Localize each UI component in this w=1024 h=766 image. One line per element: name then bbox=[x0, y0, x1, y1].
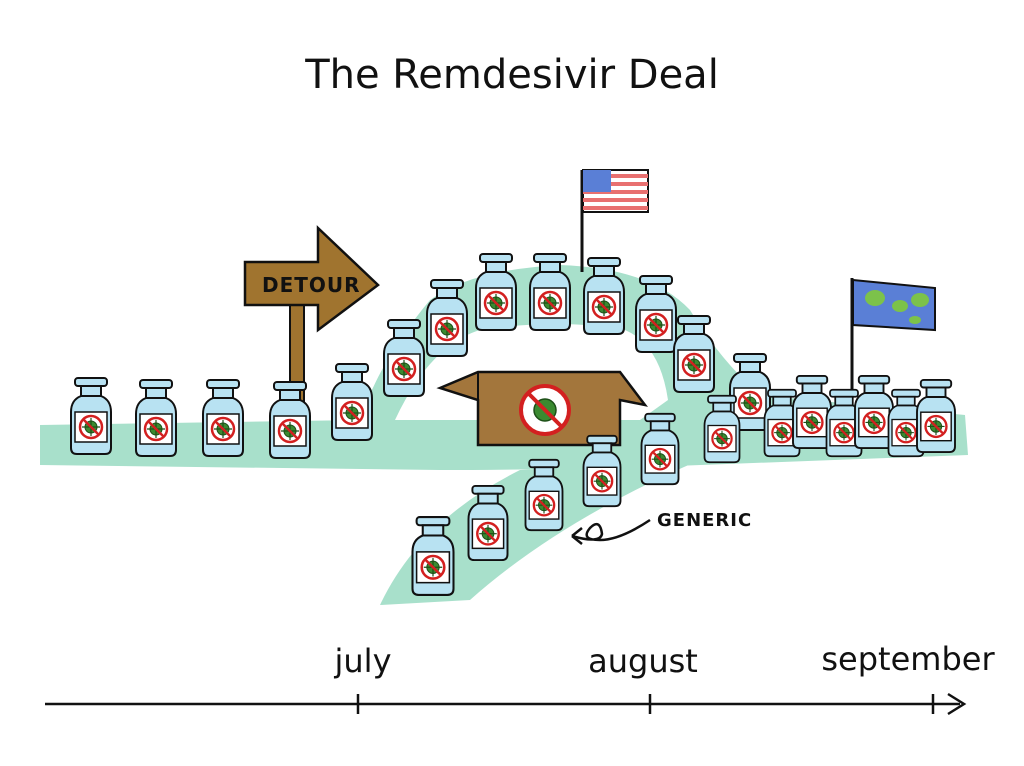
vial-icon bbox=[134, 378, 178, 458]
vial-icon bbox=[330, 362, 374, 442]
month-label-september: september bbox=[821, 640, 995, 678]
vial-icon bbox=[915, 378, 957, 454]
vial-icon bbox=[474, 252, 518, 332]
generic-annotation: GENERIC bbox=[571, 510, 752, 545]
timeline-arrow-icon bbox=[947, 692, 967, 716]
generic-box bbox=[436, 370, 648, 447]
vial-icon bbox=[69, 376, 113, 456]
timeline: july august september bbox=[45, 640, 995, 716]
vial-icon bbox=[853, 374, 895, 450]
vial-icon bbox=[791, 374, 833, 450]
detour-label: DETOUR bbox=[262, 273, 361, 297]
generic-label: GENERIC bbox=[657, 510, 752, 531]
month-label-august: august bbox=[588, 642, 698, 680]
month-label-july: july bbox=[334, 642, 392, 680]
no-virus-icon bbox=[519, 384, 571, 436]
vial-icon bbox=[201, 378, 245, 458]
world-flag-icon bbox=[850, 278, 936, 390]
us-flag-icon bbox=[580, 169, 649, 272]
page-title: The Remdesivir Deal bbox=[304, 52, 719, 98]
